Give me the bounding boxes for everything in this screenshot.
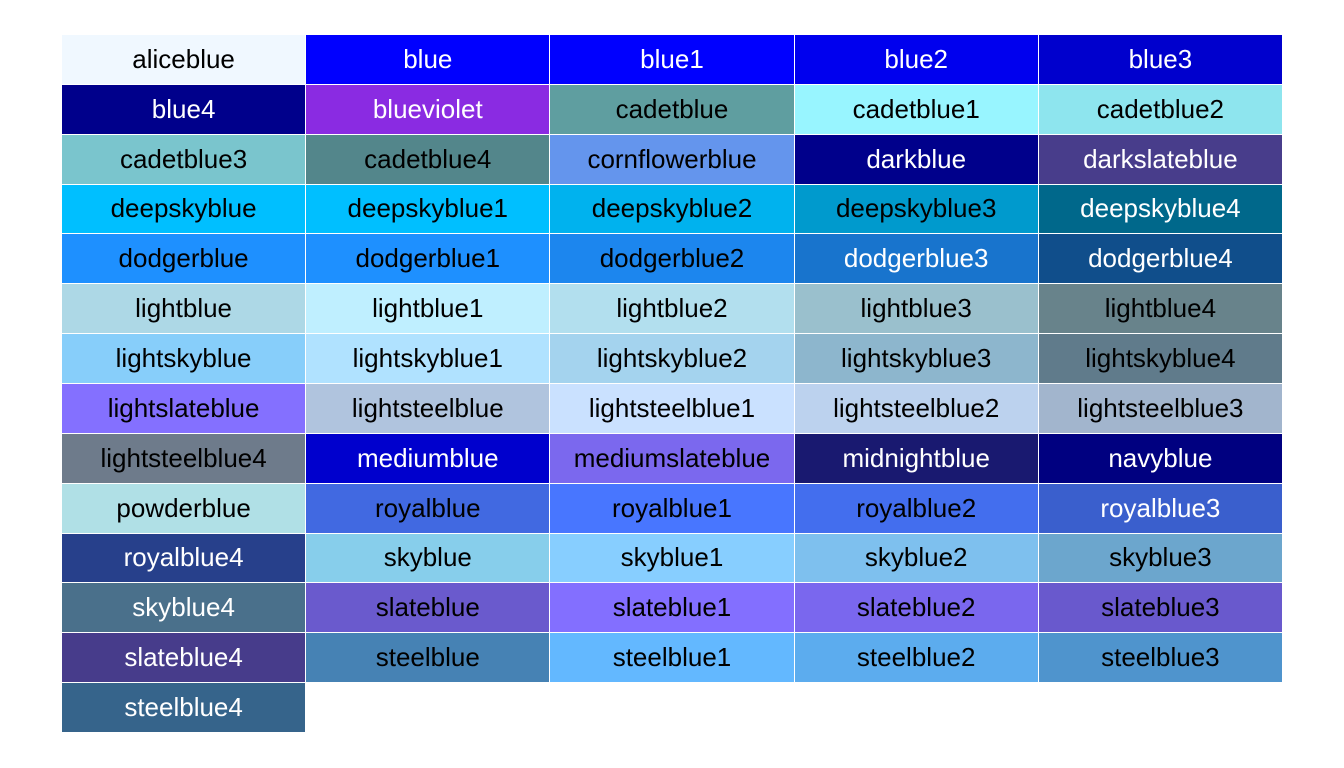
color-swatch-lightslateblue: lightslateblue xyxy=(62,384,307,434)
color-swatch-slateblue: slateblue xyxy=(306,583,551,634)
color-swatch-steelblue2: steelblue2 xyxy=(794,633,1039,684)
color-swatch-slateblue4: slateblue4 xyxy=(62,633,307,684)
color-swatch-navyblue: navyblue xyxy=(1038,433,1283,484)
color-swatch-royalblue3: royalblue3 xyxy=(1038,483,1283,534)
color-swatch-cornflowerblue: cornflowerblue xyxy=(550,134,795,185)
color-swatch-blue1: blue1 xyxy=(550,35,795,85)
color-swatch-slateblue1: slateblue1 xyxy=(550,583,795,634)
color-swatch-lightskyblue2: lightskyblue2 xyxy=(550,334,795,384)
color-swatch-mediumslateblue: mediumslateblue xyxy=(550,433,795,484)
color-swatch-cadetblue4: cadetblue4 xyxy=(306,134,551,185)
color-swatch-cadetblue1: cadetblue1 xyxy=(794,84,1039,135)
color-swatch-lightblue: lightblue xyxy=(62,284,307,335)
color-swatch-blue: blue xyxy=(306,35,551,85)
color-swatch-lightblue2: lightblue2 xyxy=(550,284,795,335)
color-swatch-powderblue: powderblue xyxy=(62,483,307,534)
color-swatch-steelblue1: steelblue1 xyxy=(550,633,795,684)
color-swatch-cadetblue2: cadetblue2 xyxy=(1038,84,1283,135)
color-swatch-lightsteelblue4: lightsteelblue4 xyxy=(62,433,307,484)
color-swatch-deepskyblue2: deepskyblue2 xyxy=(550,184,795,235)
color-swatch-cadetblue: cadetblue xyxy=(550,84,795,135)
color-swatch-skyblue: skyblue xyxy=(306,533,551,584)
color-swatch-lightskyblue1: lightskyblue1 xyxy=(306,334,551,384)
color-swatch-midnightblue: midnightblue xyxy=(794,433,1039,484)
color-swatch-deepskyblue1: deepskyblue1 xyxy=(306,184,551,235)
color-swatch-lightblue4: lightblue4 xyxy=(1038,284,1283,335)
color-swatch-lightskyblue: lightskyblue xyxy=(62,334,307,384)
color-swatch-deepskyblue4: deepskyblue4 xyxy=(1038,184,1283,235)
color-swatch-blue3: blue3 xyxy=(1038,35,1283,85)
color-swatch-royalblue1: royalblue1 xyxy=(550,483,795,534)
color-swatch-slateblue3: slateblue3 xyxy=(1038,583,1283,634)
color-swatch-royalblue2: royalblue2 xyxy=(794,483,1039,534)
color-swatch-dodgerblue4: dodgerblue4 xyxy=(1038,234,1283,285)
color-swatch-dodgerblue2: dodgerblue2 xyxy=(550,234,795,285)
color-swatch-aliceblue: aliceblue xyxy=(62,35,307,85)
color-swatch-skyblue4: skyblue4 xyxy=(62,583,307,634)
color-swatch-lightskyblue3: lightskyblue3 xyxy=(794,334,1039,384)
color-swatch-darkslateblue: darkslateblue xyxy=(1038,134,1283,185)
color-swatch-mediumblue: mediumblue xyxy=(306,433,551,484)
color-swatch-skyblue3: skyblue3 xyxy=(1038,533,1283,584)
color-swatch-skyblue1: skyblue1 xyxy=(550,533,795,584)
color-swatch-lightblue1: lightblue1 xyxy=(306,284,551,335)
color-swatch-royalblue: royalblue xyxy=(306,483,551,534)
color-swatch-royalblue4: royalblue4 xyxy=(62,533,307,584)
color-swatch-deepskyblue: deepskyblue xyxy=(62,184,307,235)
color-swatch-dodgerblue3: dodgerblue3 xyxy=(794,234,1039,285)
color-swatch-lightsteelblue: lightsteelblue xyxy=(306,384,551,434)
color-swatch-slateblue2: slateblue2 xyxy=(794,583,1039,634)
color-swatch-dodgerblue1: dodgerblue1 xyxy=(306,234,551,285)
color-swatch-lightblue3: lightblue3 xyxy=(794,284,1039,335)
color-swatch-lightskyblue4: lightskyblue4 xyxy=(1038,334,1283,384)
color-swatch-lightsteelblue3: lightsteelblue3 xyxy=(1038,384,1283,434)
color-swatch-lightsteelblue2: lightsteelblue2 xyxy=(794,384,1039,434)
color-swatch-darkblue: darkblue xyxy=(794,134,1039,185)
color-swatch-blue4: blue4 xyxy=(62,84,307,135)
color-swatch-deepskyblue3: deepskyblue3 xyxy=(794,184,1039,235)
color-swatch-lightsteelblue1: lightsteelblue1 xyxy=(550,384,795,434)
color-swatch-blueviolet: blueviolet xyxy=(306,84,551,135)
color-swatch-blue2: blue2 xyxy=(794,35,1039,85)
color-swatch-skyblue2: skyblue2 xyxy=(794,533,1039,584)
color-swatch-dodgerblue: dodgerblue xyxy=(62,234,307,285)
color-swatch-cadetblue3: cadetblue3 xyxy=(62,134,307,185)
color-swatch-steelblue3: steelblue3 xyxy=(1038,633,1283,684)
color-swatch-steelblue4: steelblue4 xyxy=(62,683,307,733)
color-swatch-steelblue: steelblue xyxy=(306,633,551,684)
